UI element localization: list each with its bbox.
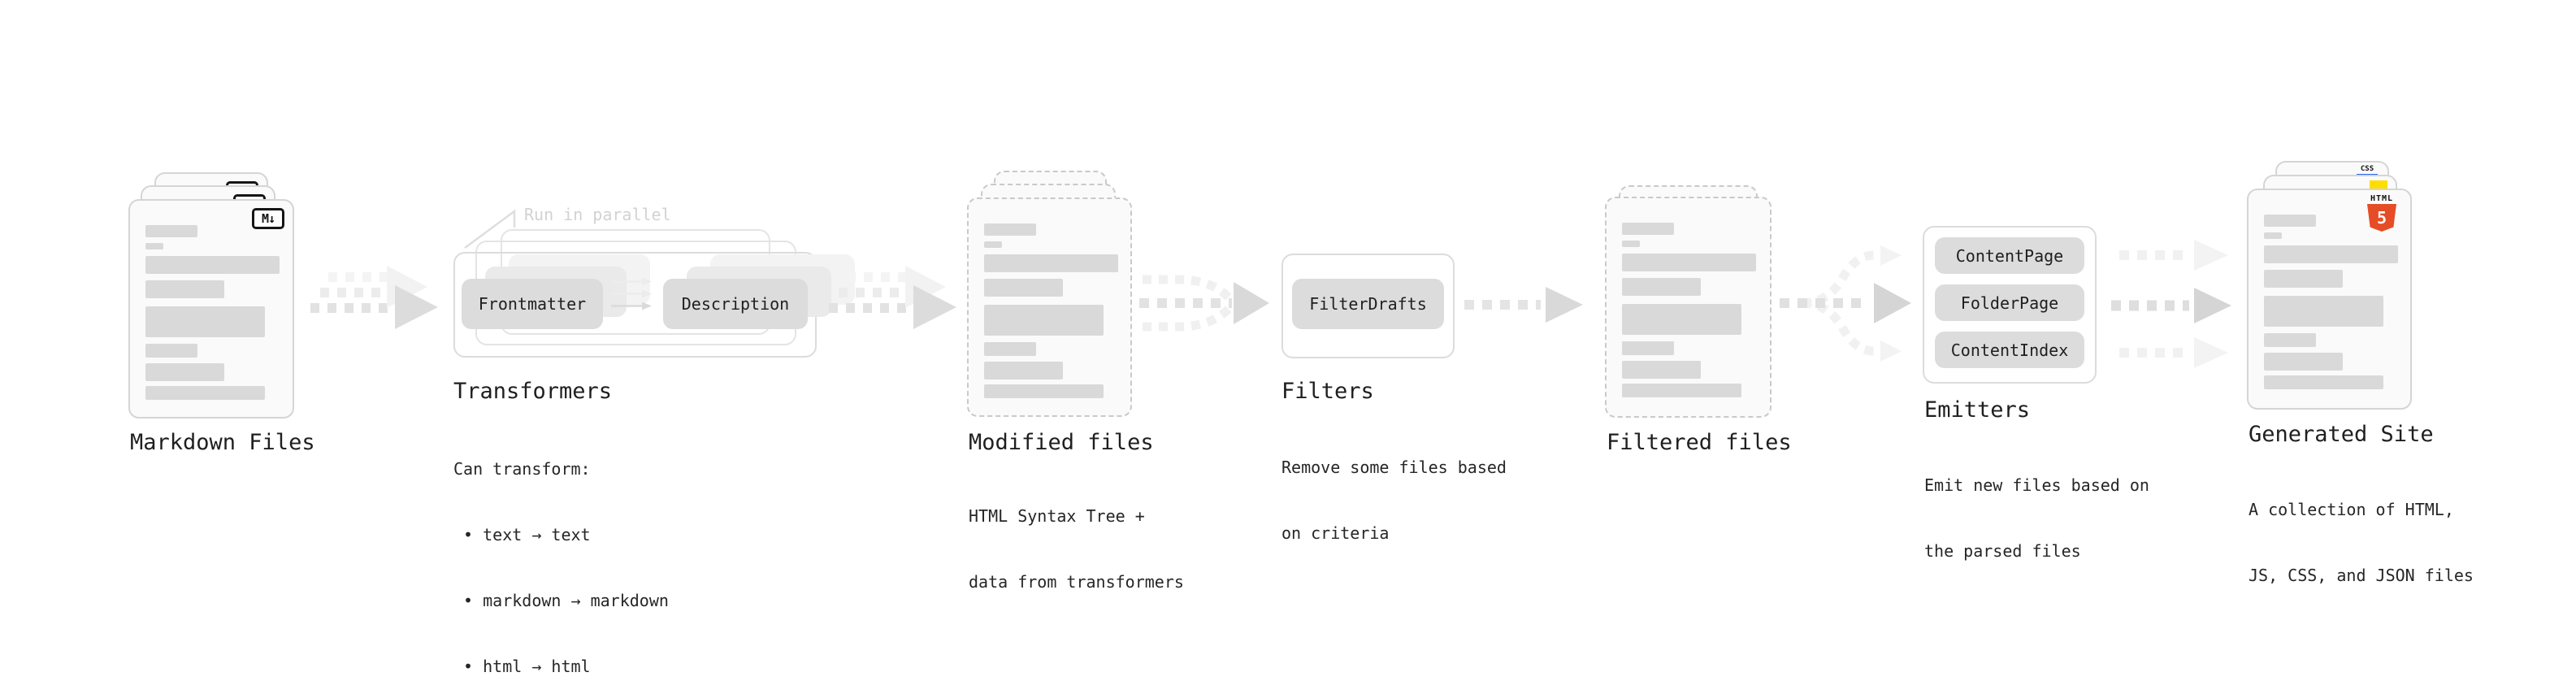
desc-line: the parsed files <box>1924 541 2081 561</box>
stage-label: Markdown Files <box>130 430 315 455</box>
stage-description: A collection of HTML, JS, CSS, and JSON … <box>2249 455 2474 631</box>
flow-arrow-icon <box>2119 240 2228 271</box>
stage-label: Filters <box>1281 379 1374 404</box>
node-description: Description <box>663 279 808 329</box>
desc-line: • html → html <box>453 657 591 676</box>
desc-line: HTML Syntax Tree + <box>969 506 1145 526</box>
flow-arrow-icon <box>1464 287 1583 323</box>
desc-line: Emit new files based on <box>1924 475 2149 495</box>
desc-line: on criteria <box>1281 523 1390 543</box>
flow-arrow-icon <box>2119 337 2228 368</box>
desc-line: • text → text <box>453 525 591 544</box>
desc-line: A collection of HTML, <box>2249 500 2454 519</box>
desc-line: JS, CSS, and JSON files <box>2249 566 2474 585</box>
stage-label: Modified files <box>969 430 1154 455</box>
flow-arrow-stacked-icon <box>310 266 438 329</box>
css-label: CSS <box>2360 165 2374 173</box>
stage-label: Filtered files <box>1607 430 1792 455</box>
desc-line: • markdown → markdown <box>453 591 669 610</box>
emitters-box <box>1923 226 2097 384</box>
stage-label: Transformers <box>453 379 613 404</box>
html5-icon: HTML 5 <box>2363 195 2400 232</box>
desc-line: data from transformers <box>969 572 1184 592</box>
mini-arrow-icon <box>611 289 652 298</box>
node-filterdrafts: FilterDrafts <box>1292 279 1444 329</box>
flow-arrow-fanout-icon <box>1780 245 1911 362</box>
desc-line: Can transform: <box>453 459 591 479</box>
file-card-dashed <box>1605 197 1772 418</box>
flow-arrow-stacked-icon <box>829 266 956 329</box>
stage-label: Emitters <box>1924 397 2031 423</box>
html5-shield: 5 <box>2367 204 2396 232</box>
filters-box <box>1281 254 1455 358</box>
html5-word: HTML <box>2370 194 2394 203</box>
mini-arrow-icon <box>611 277 652 286</box>
stage-description: Remove some files based on criteria <box>1281 413 1507 588</box>
file-card-dashed <box>967 197 1132 417</box>
file-card: HTML 5 <box>2247 189 2412 410</box>
run-in-parallel-annotation: Run in parallel <box>524 205 671 224</box>
file-card: M↓ <box>128 199 294 419</box>
desc-line: Remove some files based <box>1281 458 1507 477</box>
node-contentindex: ContentIndex <box>1935 332 2084 368</box>
node-frontmatter: Frontmatter <box>462 279 603 329</box>
mini-arrow-icon <box>611 301 652 310</box>
flow-arrow-merge-icon <box>1139 275 1269 332</box>
stage-description: HTML Syntax Tree + data from transformer… <box>969 462 1184 637</box>
callout-line-icon <box>464 209 516 249</box>
node-contentpage: ContentPage <box>1935 237 2084 274</box>
flow-arrow-icon <box>2111 288 2231 323</box>
stage-description: Emit new files based on the parsed files <box>1924 431 2149 606</box>
stage-description: Can transform: • text → text • markdown … <box>453 414 669 681</box>
node-folderpage: FolderPage <box>1935 284 2084 321</box>
markdown-badge-icon: M↓ <box>252 208 284 229</box>
stage-label: Generated Site <box>2249 422 2434 447</box>
